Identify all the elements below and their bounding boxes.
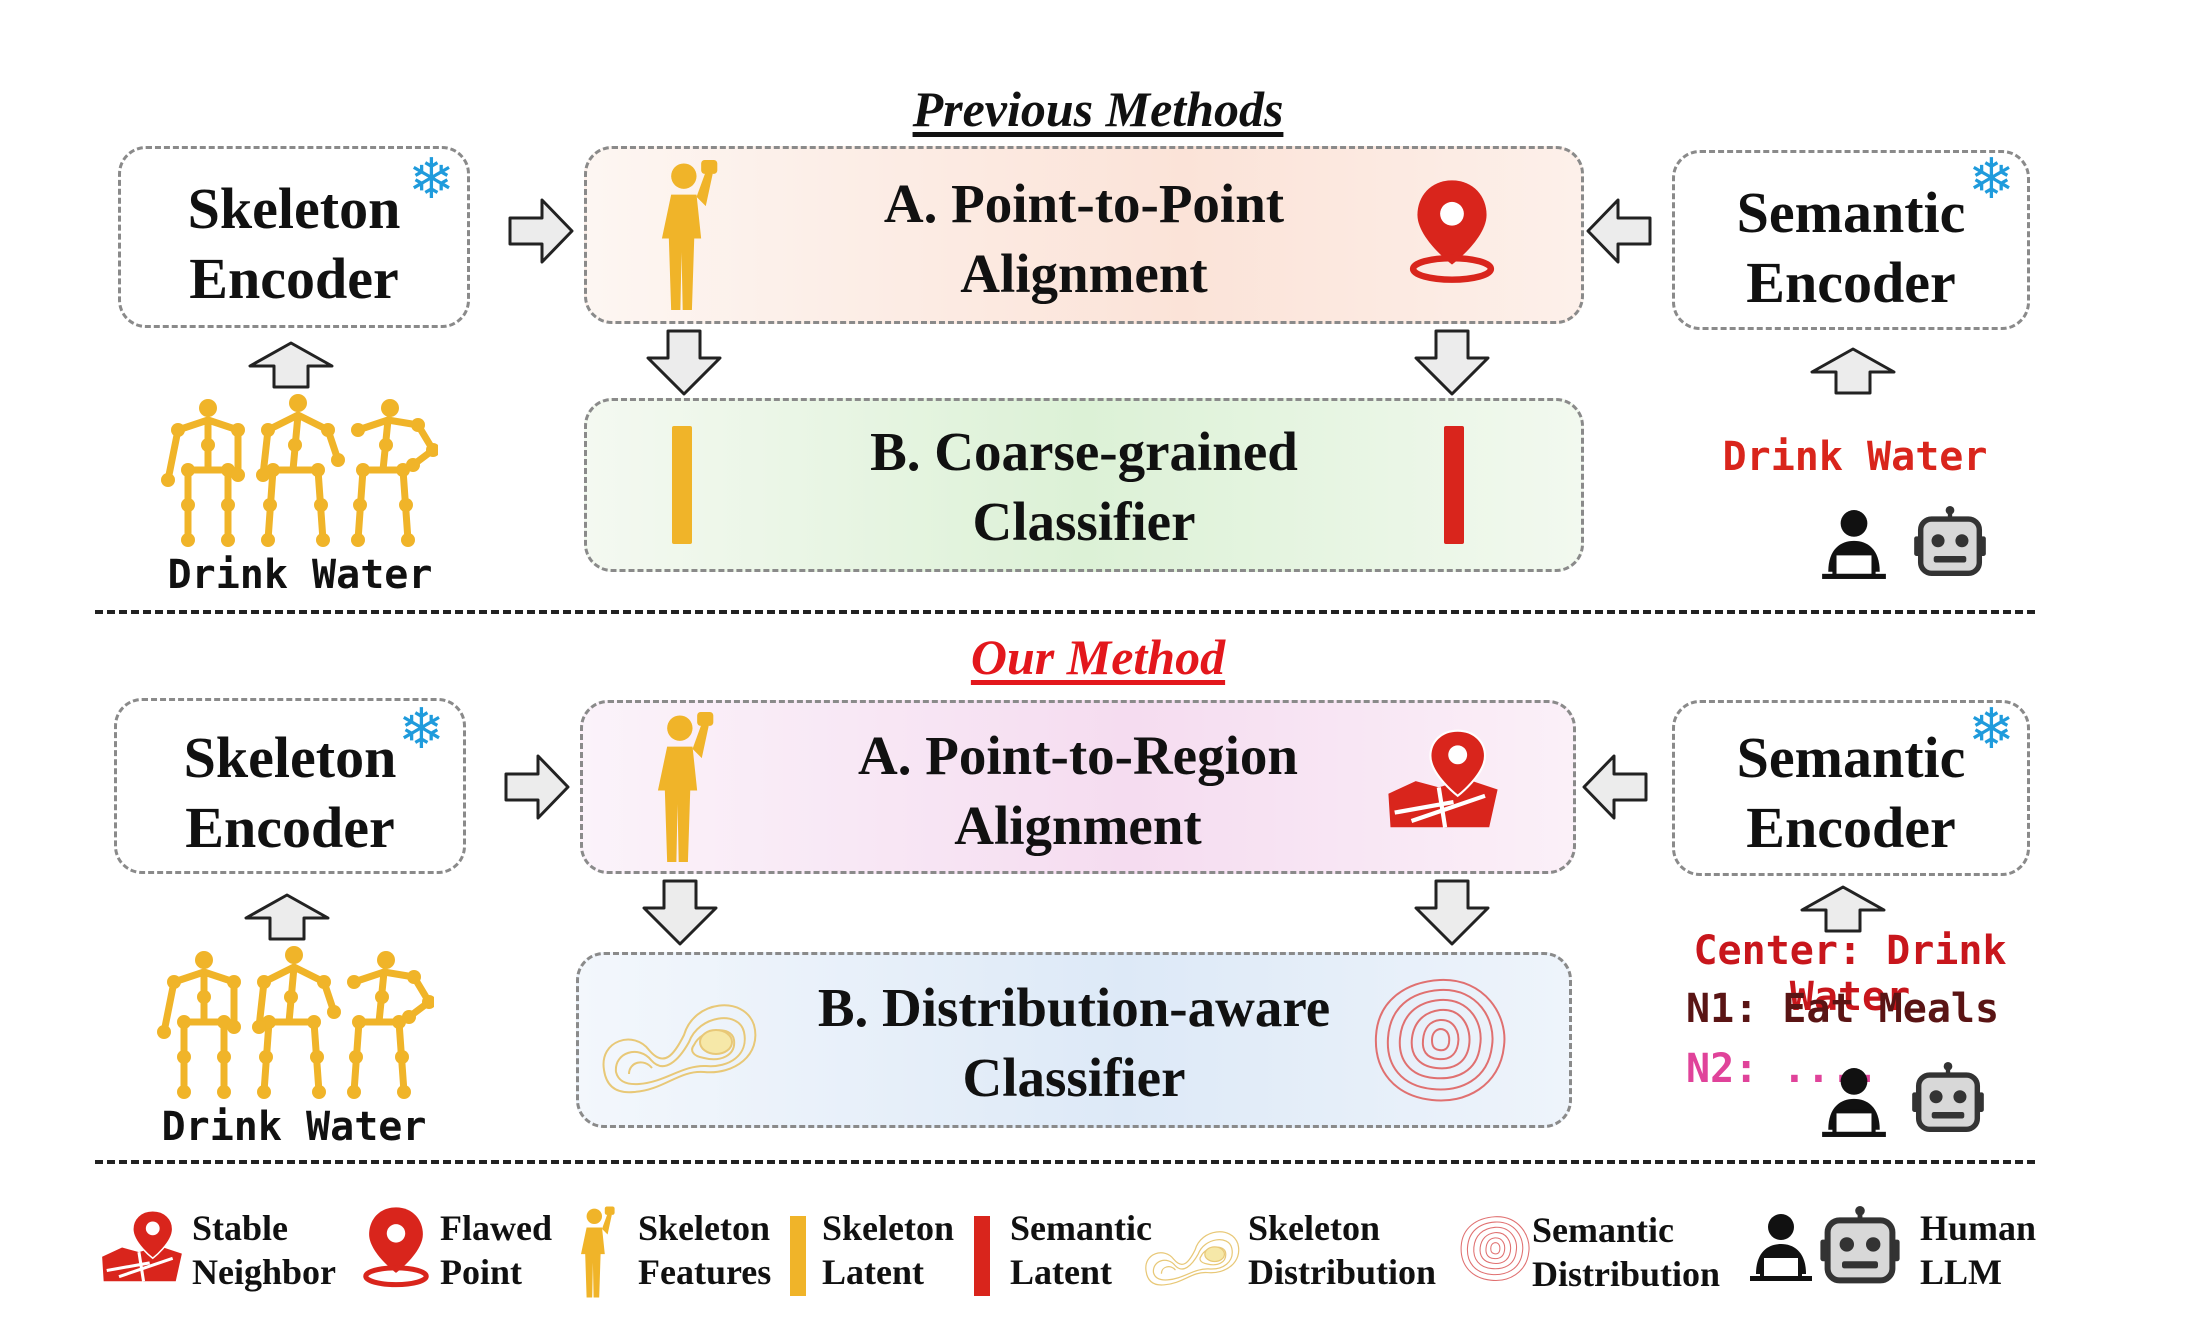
skeleton-distribution-icon — [594, 980, 764, 1100]
arrow-up-icon — [242, 892, 332, 942]
arrow-up-icon — [1808, 346, 1898, 396]
skeleton-distribution-icon — [1140, 1216, 1244, 1290]
coarse-grained-classifier-box: B. Coarse-grained Classifier — [584, 398, 1584, 572]
semantic-latent-icon — [974, 1216, 990, 1296]
skeleton-action-label: Drink Water — [161, 1104, 427, 1150]
semantic-encoder-line1: Semantic — [1736, 725, 1966, 790]
skeleton-encoder-line2: Encoder — [189, 246, 399, 311]
semantic-distribution-icon — [1370, 976, 1510, 1106]
flawed-point-icon — [1398, 176, 1506, 284]
distribution-aware-classifier-box: B. Distribution-aware Classifier — [576, 952, 1572, 1128]
flawed-point-icon — [354, 1204, 438, 1288]
section-divider — [95, 610, 2035, 614]
semantic-distribution-icon — [1458, 1214, 1532, 1284]
classifier-line2: Classifier — [972, 491, 1196, 552]
stable-neighbor-icon — [1380, 726, 1506, 832]
arrow-right-icon — [506, 196, 576, 266]
classifier-line1: B. Distribution-aware — [817, 977, 1331, 1038]
our-method-title: Our Method — [970, 629, 1226, 685]
semantic-n1-label: N1: Eat Meals — [1686, 986, 2000, 1032]
skeleton-encoder-line2: Encoder — [185, 795, 395, 860]
skeleton-encoder-box: Skeleton Encoder — [114, 698, 466, 874]
arrow-up-icon — [1798, 884, 1888, 934]
arrow-left-icon — [1580, 752, 1650, 822]
frozen-snowflake-icon: ❄ — [398, 697, 445, 762]
skeleton-encoder-line1: Skeleton — [183, 725, 397, 790]
skeleton-features-icon — [574, 1206, 616, 1298]
skeleton-features-icon — [650, 160, 720, 310]
point-to-point-alignment-box: A. Point-to-Point Alignment — [584, 146, 1584, 324]
arrow-left-icon — [1584, 196, 1654, 266]
frozen-snowflake-icon: ❄ — [1968, 697, 2015, 762]
semantic-latent-bar — [1444, 426, 1464, 544]
arrow-down-icon — [640, 878, 720, 948]
arrow-down-icon — [1412, 328, 1492, 398]
skeleton-latent-bar — [672, 426, 692, 544]
arrow-down-icon — [1412, 878, 1492, 948]
human-icon — [1818, 1066, 1890, 1138]
llm-robot-icon — [1818, 1206, 1902, 1290]
human-icon — [1818, 508, 1890, 580]
llm-robot-icon — [1910, 1062, 1986, 1138]
skeleton-latent-icon — [790, 1216, 806, 1296]
frozen-snowflake-icon: ❄ — [1968, 147, 2015, 212]
alignment-line2: Alignment — [960, 243, 1208, 304]
semantic-encoder-line2: Encoder — [1746, 795, 1956, 860]
classifier-line2: Classifier — [962, 1047, 1186, 1108]
semantic-encoder-box: Semantic Encoder — [1672, 150, 2030, 330]
skeleton-encoder-box: Skeleton Encoder — [118, 146, 470, 328]
alignment-line1: A. Point-to-Point — [883, 173, 1285, 234]
human-icon — [1746, 1212, 1816, 1282]
semantic-action-label: Drink Water — [1722, 434, 1988, 480]
skeleton-encoder-line1: Skeleton — [187, 176, 401, 241]
section-divider — [95, 1160, 2035, 1164]
semantic-encoder-line2: Encoder — [1746, 250, 1956, 315]
arrow-right-icon — [502, 752, 572, 822]
alignment-line1: A. Point-to-Region — [858, 725, 1298, 786]
semantic-encoder-line1: Semantic — [1736, 180, 1966, 245]
skeleton-sequence-icon — [158, 390, 438, 550]
skeleton-action-label: Drink Water — [167, 552, 433, 598]
semantic-encoder-box: Semantic Encoder — [1672, 700, 2030, 876]
arrow-up-icon — [246, 340, 336, 390]
semantic-center-label: Center: Drink Water — [1693, 928, 2007, 1020]
arrow-down-icon — [644, 328, 724, 398]
classifier-line1: B. Coarse-grained — [870, 421, 1298, 482]
stable-neighbor-icon — [96, 1206, 188, 1286]
skeleton-features-icon — [646, 712, 716, 862]
previous-methods-title: Previous Methods — [912, 81, 1284, 137]
skeleton-sequence-icon — [154, 942, 434, 1102]
frozen-snowflake-icon: ❄ — [408, 147, 455, 212]
llm-robot-icon — [1912, 506, 1988, 582]
alignment-line2: Alignment — [954, 795, 1202, 856]
